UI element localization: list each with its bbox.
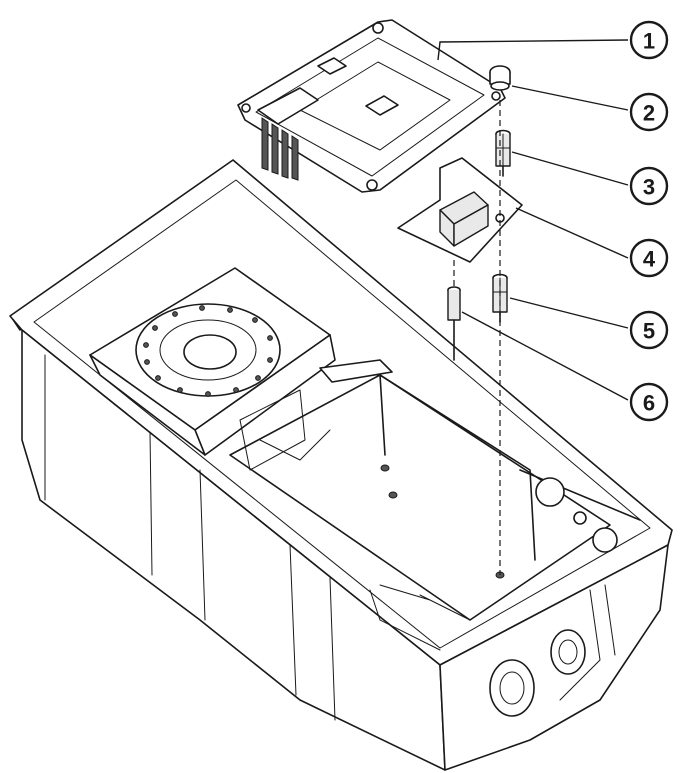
- corner-boss-2: [592, 527, 618, 553]
- callout-5: 5: [629, 310, 669, 350]
- mount-platform-front: [89, 354, 206, 456]
- bracket-block-side: [453, 204, 489, 247]
- cable-gland-right: [550, 629, 586, 675]
- pcb-mount-hole-d: [241, 103, 251, 113]
- callout-3-label: 3: [643, 175, 655, 200]
- floor-hole-b: [388, 491, 398, 499]
- callout-2-label: 2: [643, 101, 655, 126]
- leader-2: [511, 85, 629, 111]
- leader-1: [437, 39, 629, 61]
- callout-5-label: 5: [643, 319, 655, 344]
- callout-1-label: 1: [643, 29, 655, 54]
- pcb-mount-hole-b: [366, 179, 378, 191]
- housing: [9, 159, 673, 771]
- pcb-component-a: [317, 57, 347, 75]
- callout-3: 3: [629, 166, 669, 206]
- leader-6: [461, 311, 629, 401]
- leader-lines: [437, 39, 629, 401]
- callout-4: 4: [629, 238, 669, 278]
- housing-right-ridge: [559, 584, 616, 701]
- inner-walls-detail: [259, 429, 471, 651]
- callout-6-label: 6: [643, 391, 655, 416]
- housing-left-side-ribs: [44, 354, 336, 721]
- callout-4-label: 4: [643, 247, 656, 272]
- housing-rim-inner: [33, 179, 651, 649]
- pcb-connector-block: [257, 87, 319, 125]
- housing-floor: [229, 374, 611, 621]
- platform-wedge: [239, 389, 306, 471]
- spacer-body: [447, 290, 461, 321]
- pcb-mount-hole-a: [372, 22, 384, 34]
- floor-hole-a: [380, 464, 390, 472]
- flange-bore: [183, 334, 237, 370]
- callout-2: 2: [629, 92, 669, 132]
- pcb-mount-hole-c: [491, 91, 501, 101]
- pcb-connector-pins: [261, 117, 299, 181]
- standoff-hex: [495, 133, 511, 167]
- leader-3: [511, 151, 629, 186]
- part-3-standoff: [495, 129, 511, 177]
- pcb-trace-inner: [299, 61, 451, 151]
- cable-gland-right-inner: [558, 639, 578, 665]
- corner-boss-3: [573, 511, 587, 525]
- leader-5: [509, 297, 629, 329]
- leader-4: [515, 207, 629, 259]
- platform-arm: [319, 359, 393, 383]
- corner-boss: [535, 477, 565, 507]
- part-4-bracket: [397, 157, 523, 263]
- flange-ring-inner: [159, 319, 257, 381]
- cable-gland-left: [489, 659, 535, 717]
- callout-6: 6: [629, 382, 669, 422]
- part-2-screw: [489, 65, 511, 91]
- callout-1: 1: [629, 20, 669, 60]
- flange-bolt-holes: [143, 305, 273, 397]
- part-1-circuit-board: [237, 19, 506, 193]
- pcb-component-b: [365, 95, 399, 116]
- screw-washer: [490, 81, 510, 91]
- cable-gland-left-inner: [499, 671, 525, 705]
- part-6-spacer: [447, 286, 461, 361]
